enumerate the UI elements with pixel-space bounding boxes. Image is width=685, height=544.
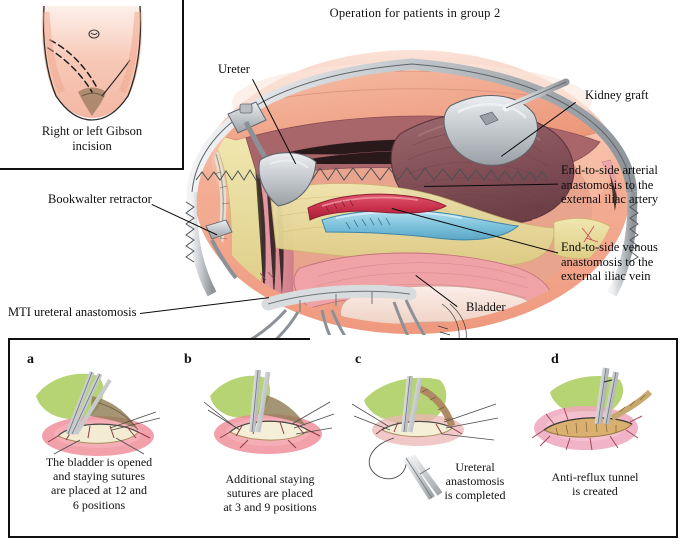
label-kidney-graft: Kidney graft <box>585 88 649 102</box>
label-bookwalter-retractor: Bookwalter retractor <box>48 192 152 206</box>
panel-c-caption: Ureteral anastomosis is completed <box>420 460 530 503</box>
label-venous-anastomosis-line3: external iliac vein <box>561 269 651 283</box>
panel-c-caption-line2: anastomosis <box>445 474 505 489</box>
inset-caption-line1: Right or left Gibson <box>41 124 143 138</box>
retractor-blade-left <box>258 152 317 207</box>
panel-letter-a: a <box>27 352 34 367</box>
panel-c-caption-line1: Ureteral <box>455 460 495 474</box>
panel-letter-b: b <box>184 352 192 367</box>
panel-b-caption: Additional staying sutures are placed at… <box>190 472 350 515</box>
steps-panel-border-gap <box>310 335 440 342</box>
panel-a-caption-line3: are placed at 12 and <box>51 483 147 498</box>
panel-letter-c: c <box>355 352 362 367</box>
panel-a-caption: The bladder is opened and staying suture… <box>14 455 184 512</box>
panel-b-caption-line3: at 3 and 9 positions <box>223 500 317 515</box>
panel-d-caption: Anti-reflux tunnel is created <box>520 470 670 498</box>
label-venous-anastomosis-line2: anastomosis to the <box>561 254 654 269</box>
panel-a-caption-line1: The bladder is opened <box>45 455 153 469</box>
inset-caption: Right or left Gibson incision <box>0 124 184 154</box>
panel-d-caption-line2: is created <box>572 484 618 499</box>
panel-a-illustration <box>36 371 161 456</box>
label-mti-ureteral-anastomosis: MTI ureteral anastomosis <box>8 305 137 319</box>
label-arterial-anastomosis-line1: End-to-side arterial <box>561 163 658 177</box>
label-arterial-anastomosis-line2: anastomosis to the <box>561 177 654 192</box>
retractor-blade-upper-right <box>443 78 570 166</box>
panel-c-caption-line3: is completed <box>444 488 506 503</box>
panel-letter-d: d <box>551 352 559 367</box>
gibson-incision-drawing <box>41 5 143 121</box>
surgical-clamp-left <box>205 219 238 280</box>
panel-a-caption-line4: 6 positions <box>72 497 126 512</box>
inset-caption-line2: incision <box>72 139 112 153</box>
panel-b-illustration <box>203 369 335 454</box>
panel-b-caption-line2: sutures are placed <box>227 486 313 501</box>
label-bladder: Bladder <box>466 300 506 314</box>
panel-b-caption-line1: Additional staying <box>225 472 315 486</box>
panel-c-illustration <box>351 375 499 500</box>
label-arterial-anastomosis: End-to-side arterial anastomosis to the … <box>561 163 685 207</box>
panel-d-illustration <box>531 367 653 451</box>
figure-title: Operation for patients in group 2 <box>329 6 501 20</box>
label-venous-anastomosis-line1: End-to-side venous <box>561 240 658 254</box>
main-operative-field-illustration <box>185 50 639 356</box>
label-arterial-anastomosis-line3: external iliac artery <box>561 192 659 206</box>
panel-d-caption-line1: Anti-reflux tunnel <box>551 470 639 484</box>
gibson-incision-inset-panel: Right or left Gibson incision <box>0 0 184 170</box>
panel-a-caption-line2: and staying sutures <box>53 469 145 484</box>
label-ureter: Ureter <box>218 62 250 76</box>
label-venous-anastomosis: End-to-side venous anastomosis to the ex… <box>561 240 685 284</box>
